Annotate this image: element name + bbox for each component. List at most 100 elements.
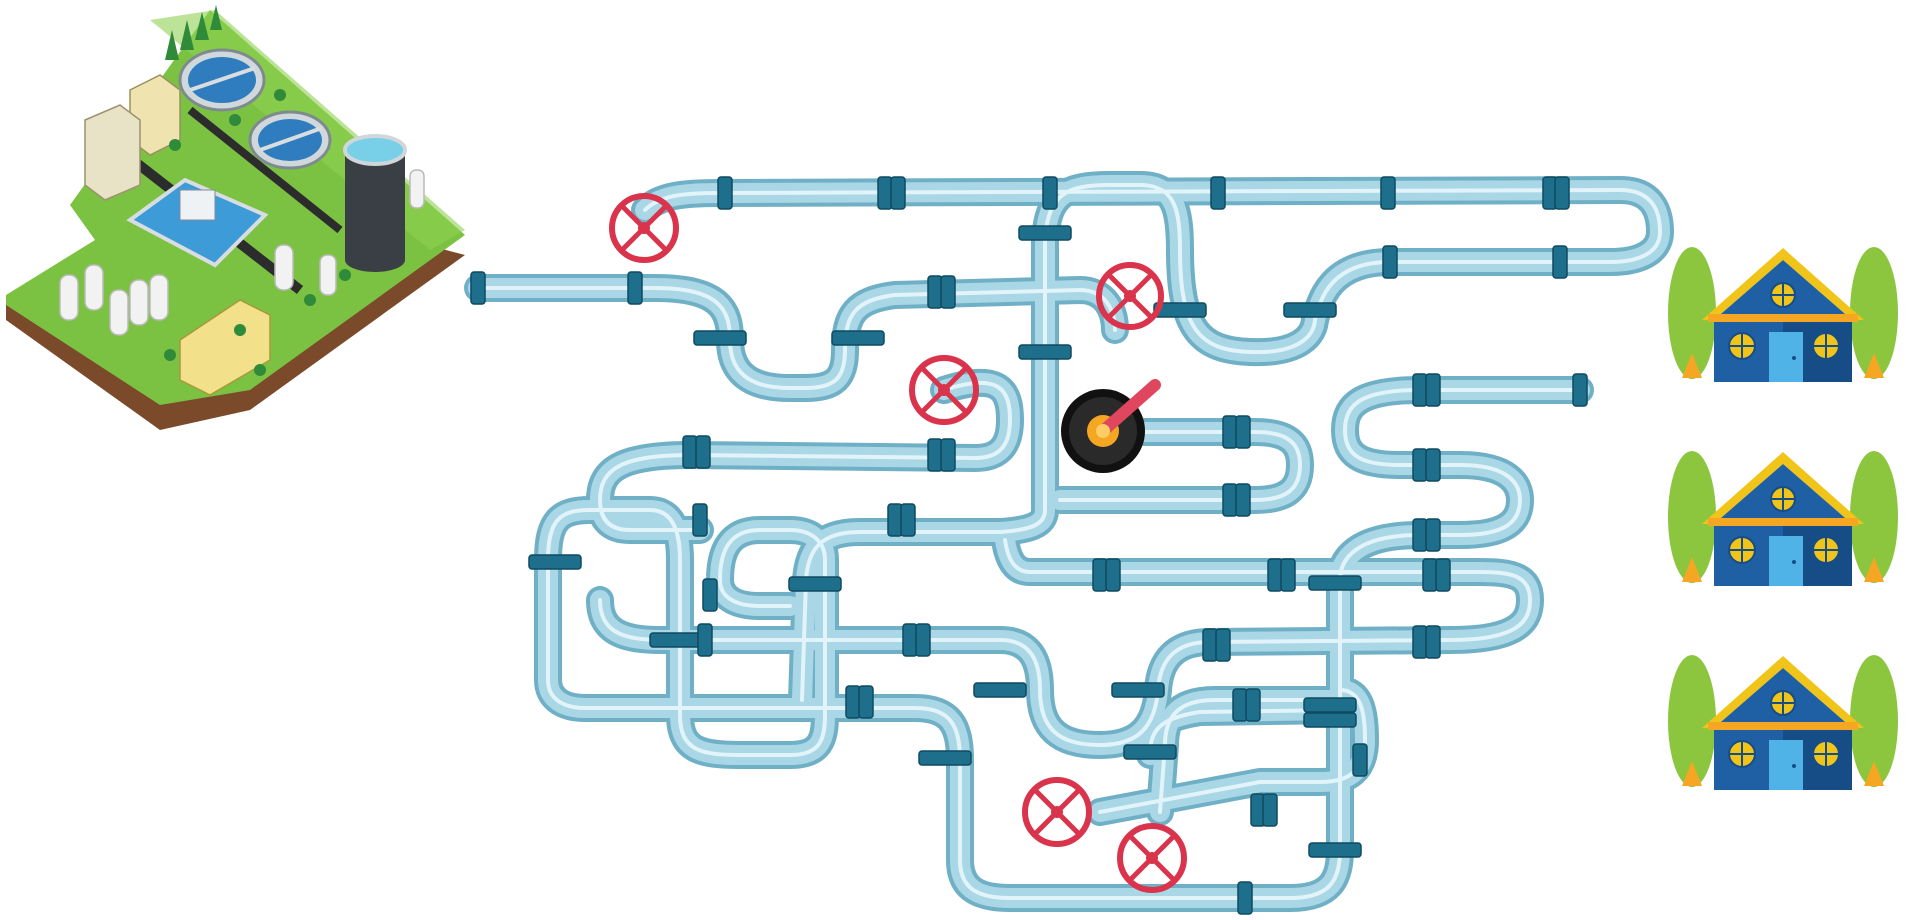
pipe-segment	[1326, 376, 1594, 594]
pipe-joint	[470, 271, 486, 305]
pipe-joint	[1412, 518, 1428, 552]
pipe-segment	[546, 558, 1342, 900]
pipe-joint	[1435, 558, 1451, 592]
valve-wheel-icon	[1117, 823, 1187, 893]
pipe-joint	[918, 750, 972, 766]
house-1[interactable]	[1668, 247, 1898, 382]
pipe-joint	[1262, 793, 1278, 827]
pipe-joint	[695, 435, 711, 469]
pipe-joint	[915, 623, 931, 657]
pipe-joint	[1280, 558, 1296, 592]
pipe-joint	[1210, 176, 1226, 210]
pipe-segment	[1058, 430, 1302, 502]
pipe-joint	[693, 330, 747, 346]
pipe-joint	[649, 632, 703, 648]
pipe-joint	[1552, 245, 1568, 279]
pipe-joint	[627, 271, 643, 305]
pipe-segment	[635, 180, 1670, 330]
valve-3[interactable]	[909, 355, 979, 425]
pipe-joint	[1352, 743, 1368, 777]
pipe-joint	[1303, 712, 1357, 728]
pipe-joint	[940, 275, 956, 309]
water-treatment-plant-icon	[6, 5, 465, 430]
pipe-joint	[1382, 245, 1398, 279]
pipe-joint	[927, 275, 943, 309]
house-3[interactable]	[1668, 655, 1898, 790]
pipe-joint	[845, 685, 861, 719]
valve-2[interactable]	[1096, 262, 1164, 330]
pipe-segment	[1158, 698, 1342, 814]
pipe-segment	[643, 188, 1662, 322]
lever-valve-icon	[1061, 379, 1161, 473]
pipe-joint	[702, 578, 718, 612]
pipe-joint	[877, 176, 893, 210]
pipe-joint	[887, 503, 903, 537]
pipe-segment	[800, 238, 1047, 702]
pipe-joint	[697, 623, 713, 657]
pipe-joint	[1422, 558, 1438, 592]
pipe-joint	[1215, 628, 1231, 662]
house-icon	[1668, 655, 1898, 790]
pipe-joint	[1235, 483, 1251, 517]
lever-valve[interactable]	[1061, 379, 1161, 473]
pipe-joint	[1111, 682, 1165, 698]
valve-4[interactable]	[1022, 777, 1092, 847]
pipe-joint	[1425, 625, 1441, 659]
pipe-joint	[927, 438, 943, 472]
pipe-joint	[1105, 558, 1121, 592]
pipe-joint	[1222, 483, 1238, 517]
pipe-joint	[1123, 744, 1177, 760]
pipe-joint	[1412, 625, 1428, 659]
pipe-joint	[1412, 448, 1428, 482]
house-icon	[1668, 451, 1898, 586]
pipe-joint	[858, 685, 874, 719]
pipe-joint	[1018, 225, 1072, 241]
houses	[1668, 247, 1898, 790]
pipe-joint	[831, 330, 885, 346]
pipe-joint	[1267, 558, 1283, 592]
pipe-segment	[546, 508, 827, 757]
pipe-joint	[788, 576, 842, 592]
pipe-segment	[1098, 688, 1367, 814]
pipe-joint	[682, 435, 698, 469]
pipe-joint	[902, 623, 918, 657]
pipe-joint	[717, 176, 733, 210]
pipe-joint	[1425, 518, 1441, 552]
pipe-joint	[1308, 575, 1362, 591]
pipe-joint	[1308, 842, 1362, 858]
valve-wheel-icon	[1022, 777, 1092, 847]
pipe-joint	[1425, 448, 1441, 482]
pipe-joint	[1554, 176, 1570, 210]
pipe-joint	[1380, 176, 1396, 210]
pipe-joint	[940, 438, 956, 472]
pipe-joint	[1018, 344, 1072, 360]
valve-1[interactable]	[609, 193, 679, 263]
pipe-segment	[476, 286, 1117, 390]
pipe-network	[464, 171, 1674, 912]
valve-wheel-icon	[1096, 262, 1164, 330]
pipe-joint	[1245, 688, 1261, 722]
valve-5[interactable]	[1117, 823, 1187, 893]
house-2[interactable]	[1668, 451, 1898, 586]
pipe-joint	[1202, 628, 1218, 662]
pipe-joint	[528, 554, 582, 570]
pipe-joint	[692, 503, 708, 537]
pipe-joint	[890, 176, 906, 210]
pipe-joint	[1425, 373, 1441, 407]
pipe-joint	[1232, 688, 1248, 722]
pipe-joint	[1235, 415, 1251, 449]
pipe-joint	[1237, 881, 1253, 915]
pipe-segment	[464, 274, 1129, 402]
pipe-segment	[1043, 183, 1317, 355]
pipe-joint	[1303, 697, 1357, 713]
pipe-joint	[1283, 302, 1337, 318]
pipe-joint	[1412, 373, 1428, 407]
valve-wheel-icon	[609, 193, 679, 263]
pipe-joint	[1153, 302, 1207, 318]
valve-wheel-icon	[909, 355, 979, 425]
pipe-joint	[1222, 415, 1238, 449]
house-icon	[1668, 247, 1898, 382]
pipe-joint	[900, 503, 916, 537]
